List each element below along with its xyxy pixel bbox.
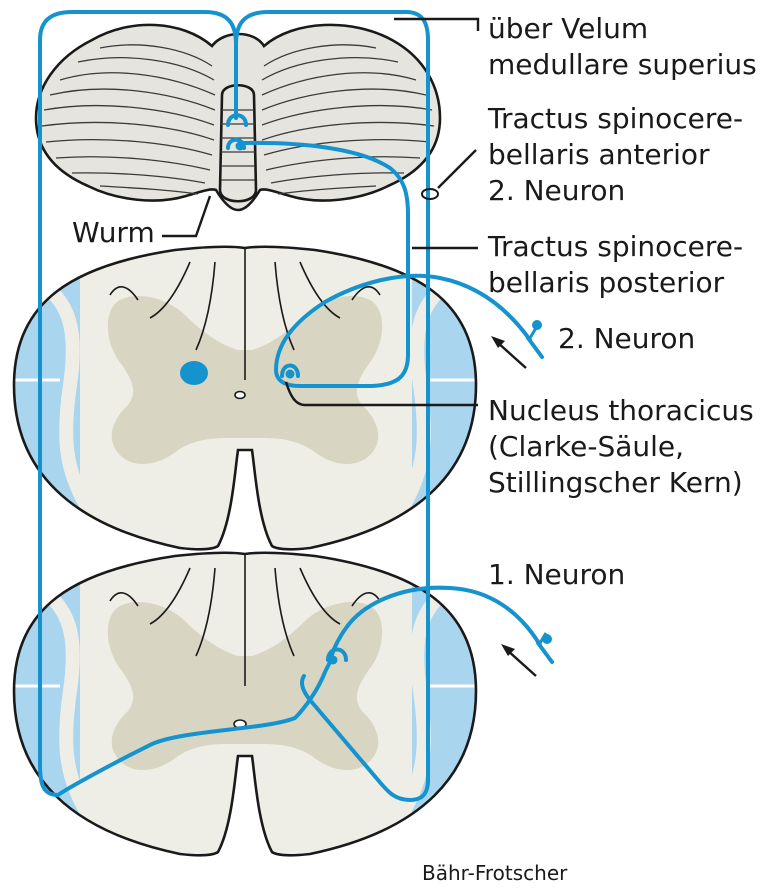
afferent-dot-lower xyxy=(542,634,552,644)
label-posterior-line2: bellaris posterior xyxy=(488,266,725,299)
arrow-lower xyxy=(501,644,536,676)
label-anterior-line3: 2. Neuron xyxy=(488,174,625,207)
label-nucleus-line2: (Clarke-Säule, xyxy=(488,430,684,463)
label-anterior-line2: bellaris anterior xyxy=(488,138,710,171)
label-posterior-line1: Tractus spinocere- xyxy=(487,230,743,263)
input-arrows xyxy=(491,336,536,676)
central-canal-upper xyxy=(235,392,245,399)
label-anterior-line1: Tractus spinocere- xyxy=(487,102,743,135)
label-velum-line1: über Velum xyxy=(488,12,648,45)
label-wurm: Wurm xyxy=(72,216,155,249)
label-first-neuron: 1. Neuron xyxy=(488,558,625,591)
spinal-cord-section-upper xyxy=(0,247,492,550)
label-nucleus-line1: Nucleus thoracicus xyxy=(488,394,754,427)
clarke-nucleus-marker-left xyxy=(180,361,208,385)
arrow-upper xyxy=(491,336,526,368)
label-posterior-neuron: 2. Neuron xyxy=(558,322,695,355)
figure-credit: Bähr-Frotscher xyxy=(422,861,568,885)
label-nucleus-line3: Stillingscher Kern) xyxy=(488,466,743,499)
spinal-cord-section-lower xyxy=(0,553,492,856)
label-velum-line2: medullare superius xyxy=(488,48,757,81)
afferent-dot-upper xyxy=(532,320,542,330)
